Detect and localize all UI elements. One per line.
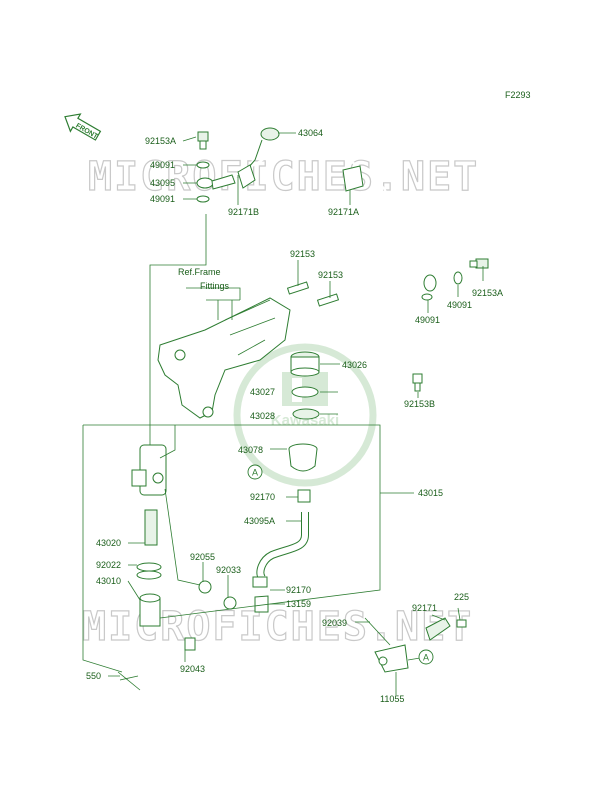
part-label[interactable]: 43015 [418, 488, 443, 498]
front-arrow-icon: FRONT [64, 113, 102, 141]
part-label[interactable]: 11055 [380, 694, 404, 704]
watermark-top: MICROFICHES.NET [88, 154, 479, 200]
pedal-linkage [364, 617, 467, 688]
part-label[interactable]: 43027 [250, 387, 275, 397]
part-label[interactable]: 225 [454, 592, 469, 602]
part-label[interactable]: 92033 [216, 565, 241, 575]
part-label[interactable]: 92171 [412, 603, 437, 613]
ref-frame-label-2: Fittings [200, 281, 230, 291]
part-label[interactable]: 13159 [286, 599, 311, 609]
ref-mark-a-lower: A [418, 649, 434, 665]
part-label[interactable]: 49091 [150, 160, 175, 170]
part-label[interactable]: 92171B [228, 207, 259, 217]
part-label[interactable]: 92153A [472, 288, 503, 298]
diagram-code: F2293 [505, 90, 531, 100]
part-label[interactable]: 92153 [318, 270, 343, 280]
part-label[interactable]: 43010 [96, 576, 121, 586]
part-label[interactable]: 49091 [447, 300, 472, 310]
svg-text:A: A [423, 653, 429, 663]
part-label[interactable]: 43020 [96, 538, 121, 548]
frame-bracket [157, 281, 340, 419]
part-label[interactable]: 92153 [290, 249, 315, 259]
part-label[interactable]: 92055 [190, 552, 215, 562]
part-label[interactable]: 43078 [238, 445, 263, 455]
upper-hose-assembly [196, 127, 489, 301]
master-cylinder [117, 444, 237, 691]
part-label[interactable]: 92039 [322, 618, 347, 628]
part-label[interactable]: 92170 [286, 585, 311, 595]
part-label[interactable]: 43064 [298, 128, 323, 138]
part-label[interactable]: 92170 [250, 492, 275, 502]
part-label[interactable]: 43028 [250, 411, 275, 421]
part-label[interactable]: 92171A [328, 207, 359, 217]
svg-text:A: A [252, 468, 258, 478]
part-label[interactable]: 49091 [415, 315, 440, 325]
ref-frame-label-1: Ref.Frame [178, 267, 221, 277]
part-label[interactable]: 92153A [145, 136, 176, 146]
part-label[interactable]: 43095A [244, 516, 275, 526]
part-label[interactable]: 92043 [180, 664, 205, 674]
part-label[interactable]: 550 [86, 671, 101, 681]
part-label[interactable]: 49091 [150, 194, 175, 204]
part-label[interactable]: 92022 [96, 560, 121, 570]
leader-lines [82, 132, 484, 695]
ref-mark-a-upper: A [247, 464, 263, 480]
part-label[interactable]: 92153B [404, 399, 435, 409]
part-labels: Ref.Frame Fittings 92153A 49091 43095 49… [86, 128, 503, 704]
part-label[interactable]: 43026 [342, 360, 367, 370]
part-label[interactable]: 43095 [150, 178, 175, 188]
reservoir-assembly [252, 351, 423, 613]
